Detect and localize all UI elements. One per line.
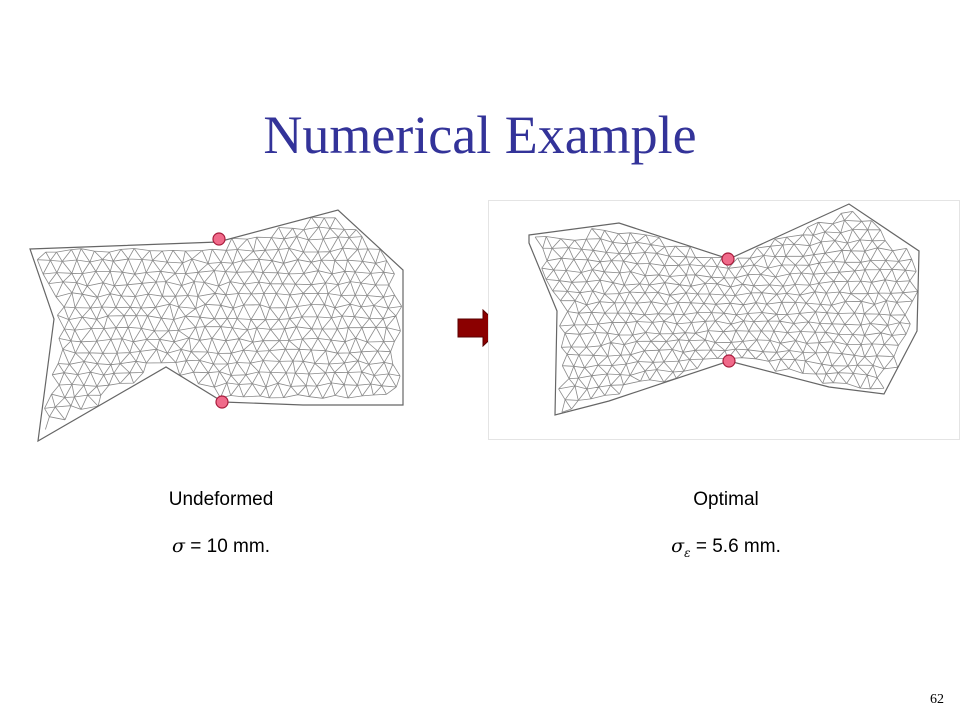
undeformed-sigma: σ = 10 mm. (101, 535, 341, 558)
optimal-sigma: σε = 5.6 mm. (606, 535, 846, 560)
undeformed-label: Undeformed (168, 489, 274, 510)
mesh-lines (528, 203, 920, 416)
optimal-mesh (528, 203, 920, 416)
epsilon-subscript: ε (684, 545, 691, 560)
optimal-label: Optimal (693, 489, 759, 510)
undeformed-sigma-value: = 10 mm. (184, 536, 270, 557)
sigma-symbol: σ (671, 535, 685, 557)
page-number: 62 (930, 692, 944, 707)
undeformed-mesh (29, 209, 404, 443)
top-marker (721, 252, 735, 266)
optimal-mesh-figure (488, 200, 960, 440)
bottom-marker (722, 354, 736, 368)
optimal-sigma-value: = 5.6 mm. (690, 536, 781, 557)
sigma-symbol: σ (172, 535, 185, 557)
slide-title: Numerical Example (263, 105, 697, 165)
undeformed-mesh-figure (18, 205, 418, 447)
mesh-lines (29, 209, 404, 443)
bottom-marker (215, 395, 229, 409)
top-marker (212, 232, 226, 246)
